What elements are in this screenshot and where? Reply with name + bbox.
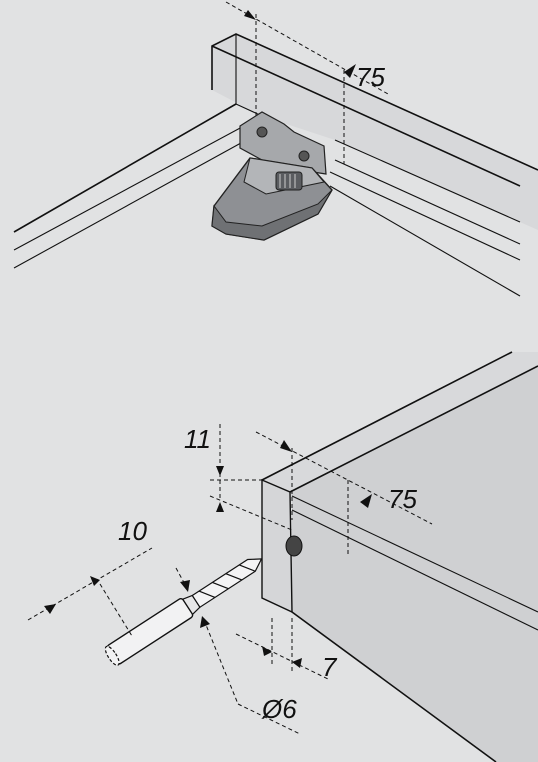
top-view-cabinet-corner: 75 bbox=[13, 1, 538, 297]
screw-left-icon bbox=[256, 126, 268, 138]
right-rail-edge-2 bbox=[329, 185, 521, 297]
panel-top-face bbox=[262, 352, 538, 492]
right-rail-edge-3 bbox=[334, 159, 521, 245]
dim-7-label: 7 bbox=[322, 652, 338, 682]
dim-11-bottom-ref bbox=[209, 495, 293, 531]
side-panel-inner-edge bbox=[211, 45, 521, 187]
side-panel-top-edge bbox=[211, 33, 538, 171]
hinge-clip-front-face bbox=[211, 189, 333, 241]
drill-shank-end bbox=[104, 645, 120, 666]
dia6-leader bbox=[237, 703, 301, 735]
dim-7-arrow-left bbox=[262, 646, 272, 656]
dim-7-line bbox=[235, 633, 331, 681]
dim-75-arrow-left bbox=[280, 440, 292, 452]
dia6-ref-line bbox=[203, 619, 239, 705]
bottom-view-cabinet: 11 75 7 bbox=[184, 351, 538, 762]
screw-right-icon bbox=[298, 150, 310, 162]
panel-bottom-edge bbox=[291, 611, 497, 762]
drill-flute-spiral bbox=[198, 564, 256, 598]
dim-75-line-bottom bbox=[255, 431, 433, 525]
dim-arrow-top-left bbox=[244, 10, 256, 20]
bottom-rail-corner bbox=[235, 103, 263, 117]
dim-11-label: 11 bbox=[184, 424, 211, 454]
dim-10-arrow-left bbox=[44, 604, 56, 614]
dim-75-arrow-right bbox=[360, 494, 372, 508]
top-dim-75-label: 75 bbox=[356, 62, 385, 92]
dim-11-arrow-bottom bbox=[216, 502, 224, 512]
dia6-arrow-bottom bbox=[200, 616, 210, 628]
panel-groove-edge-2 bbox=[291, 495, 538, 613]
panel-top-outer-edge bbox=[261, 351, 513, 481]
drill-shank bbox=[106, 598, 194, 665]
drill-flute bbox=[191, 558, 263, 609]
hinge-mounting-plate bbox=[211, 111, 333, 241]
dim-75-label-bottom: 75 bbox=[388, 484, 417, 514]
dim-7-arrow-right bbox=[292, 658, 302, 668]
dim-10-ref-1 bbox=[99, 583, 133, 637]
dim-dia6-label: Ø6 bbox=[261, 694, 297, 724]
panel-groove-edge-1 bbox=[291, 509, 538, 631]
dim-10-arrow-right bbox=[90, 576, 100, 586]
right-rail-edge-1 bbox=[329, 171, 521, 261]
dia6-arrow-top bbox=[180, 580, 190, 592]
right-rail-edge-4 bbox=[334, 139, 521, 223]
bottom-rail-edge-2 bbox=[13, 119, 256, 251]
dim-10-label: 10 bbox=[118, 516, 147, 546]
bottom-rail-edge-3 bbox=[13, 137, 251, 269]
dim-arrow-top-right bbox=[344, 64, 356, 78]
dim-11-arrow-top bbox=[216, 466, 224, 476]
drill-hole bbox=[285, 535, 303, 557]
bottom-rail-edge-1 bbox=[13, 103, 237, 233]
drill-bit: 10 Ø6 bbox=[27, 516, 301, 735]
adjustment-screw-icon bbox=[275, 171, 303, 191]
